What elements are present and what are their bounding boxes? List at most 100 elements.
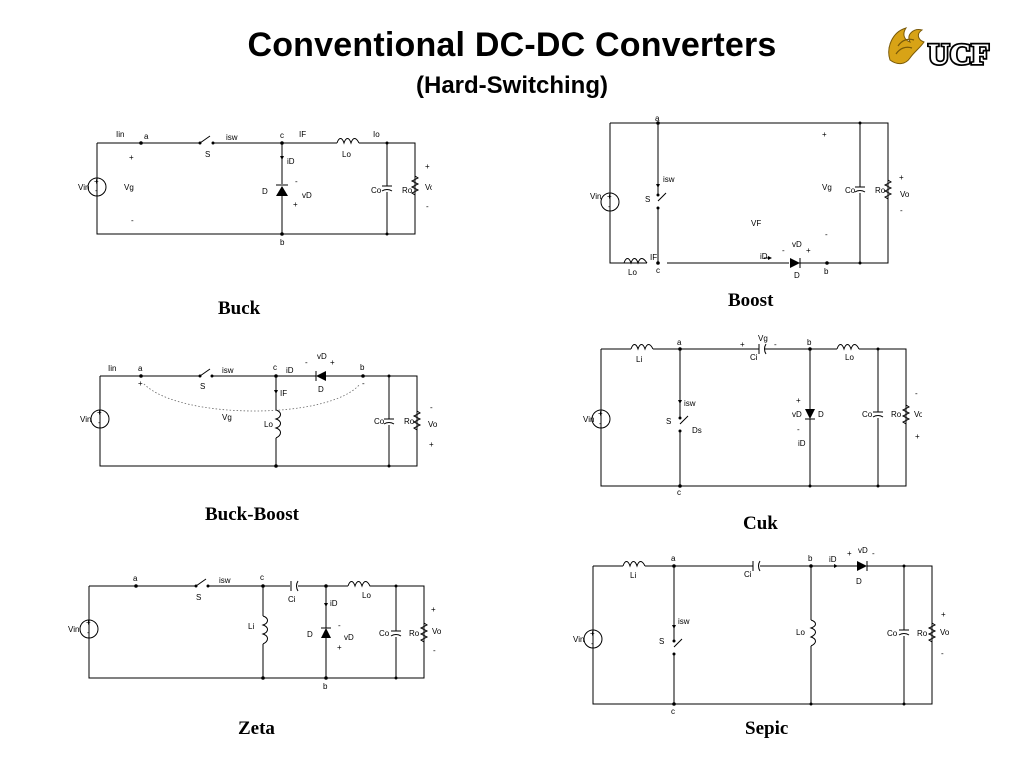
label: a	[133, 574, 138, 583]
label: Ro	[402, 186, 413, 195]
label: -	[941, 649, 944, 658]
label: +	[94, 177, 99, 186]
label: -	[338, 621, 341, 630]
ucf-logo: UCF	[884, 22, 1008, 74]
label: iD	[286, 366, 294, 375]
label: S	[666, 417, 671, 426]
label: +	[941, 610, 946, 619]
label: D	[794, 271, 800, 280]
label: +	[429, 440, 434, 449]
label: -	[591, 639, 594, 648]
label: S	[659, 637, 664, 646]
label: c	[260, 573, 264, 582]
label: b	[807, 338, 812, 347]
label: iD	[798, 439, 806, 448]
label: Lo	[264, 420, 273, 429]
zeta-source-symbol	[79, 619, 99, 639]
label: S	[196, 593, 201, 602]
label: -	[825, 230, 828, 239]
label: c	[671, 707, 675, 716]
label: -	[87, 628, 90, 637]
sepic-circuit: a b iD + vD - Li Ci D isw S Vin + - Lo C…	[566, 546, 952, 718]
label: b	[280, 238, 285, 247]
label: Ci	[744, 570, 752, 579]
label: vD	[858, 546, 868, 555]
sepic-input-inductor-symbol	[622, 561, 646, 568]
label: IF	[650, 253, 657, 262]
label: -	[95, 186, 98, 195]
label: Vo	[428, 420, 438, 429]
label: +	[86, 618, 91, 627]
label: Ro	[917, 629, 928, 638]
label: +	[293, 200, 298, 209]
label: Lo	[628, 268, 637, 277]
label: a	[138, 364, 143, 373]
cuk-caption: Cuk	[743, 513, 778, 534]
label: S	[200, 382, 205, 391]
label: +	[138, 379, 143, 388]
label: Lo	[362, 591, 371, 600]
buck-caption: Buck	[218, 298, 261, 319]
page-subtitle: (Hard-Switching)	[416, 72, 608, 99]
label: -	[295, 177, 298, 186]
boost-capacitor-symbol	[854, 123, 866, 263]
cuk-capacitor-symbol	[758, 343, 767, 355]
label: S	[645, 195, 650, 204]
buck-boost-switch-symbol	[199, 368, 211, 377]
label: +	[330, 358, 335, 367]
label: iD	[330, 599, 338, 608]
buck-boost-caption: Buck-Boost	[205, 504, 299, 525]
label: Vg	[124, 183, 134, 192]
label: iD	[760, 252, 768, 261]
cuk-resistor-symbol	[901, 404, 911, 425]
label: vD	[344, 633, 354, 642]
buck-boost-circuit: Iin a + S isw c iD - vD + D b - Vin + - …	[72, 352, 444, 478]
cuk-circuit: Li a Vg + - Ci b Lo Vin + - isw S Ds + v…	[578, 330, 922, 500]
label: VF	[751, 219, 761, 228]
sepic-capacitor-symbol	[752, 560, 761, 572]
buck-capacitor-symbol	[381, 143, 393, 234]
label: vD	[792, 240, 802, 249]
label: c	[677, 488, 681, 497]
label: -	[782, 246, 785, 255]
zeta-output-inductor-symbol	[347, 581, 374, 588]
label: +	[590, 629, 595, 638]
boost-diode-symbol	[790, 258, 800, 268]
label: S	[205, 150, 210, 159]
zeta-diode-symbol	[321, 628, 331, 638]
sepic-output-capacitor-symbol	[898, 566, 910, 704]
label: Li	[636, 355, 642, 364]
sepic-source-symbol	[583, 629, 603, 649]
boost-circuit: a + isw S Vin + - VF Vg Co Ro + Vo - - v…	[584, 112, 912, 282]
label: vD	[317, 352, 327, 361]
label: Co	[371, 186, 382, 195]
label: -	[915, 389, 918, 398]
label: -	[98, 418, 101, 427]
label: IF	[299, 130, 306, 139]
label: c	[280, 131, 284, 140]
cuk-source-symbol	[591, 409, 611, 429]
label: Vo	[940, 628, 950, 637]
logo-text: UCF	[928, 38, 990, 71]
label: Iin	[116, 130, 124, 139]
label: D	[818, 410, 824, 419]
zeta-caption: Zeta	[238, 718, 275, 739]
label: -	[797, 425, 800, 434]
label: +	[129, 153, 134, 162]
label: -	[131, 216, 134, 225]
label: a	[655, 114, 660, 123]
boost-resistor-symbol	[883, 179, 893, 200]
label: +	[915, 432, 920, 441]
label: Ci	[288, 595, 296, 604]
label: +	[607, 192, 612, 201]
label: Io	[373, 130, 380, 139]
sepic-output-inductor-symbol	[809, 619, 816, 647]
label: Iin	[108, 364, 116, 373]
label: +	[847, 549, 852, 558]
label: D	[307, 630, 313, 639]
label: vD	[302, 191, 312, 200]
label: Co	[379, 629, 390, 638]
label: -	[608, 202, 611, 211]
label: Li	[248, 622, 254, 631]
label: Vg	[222, 413, 232, 422]
